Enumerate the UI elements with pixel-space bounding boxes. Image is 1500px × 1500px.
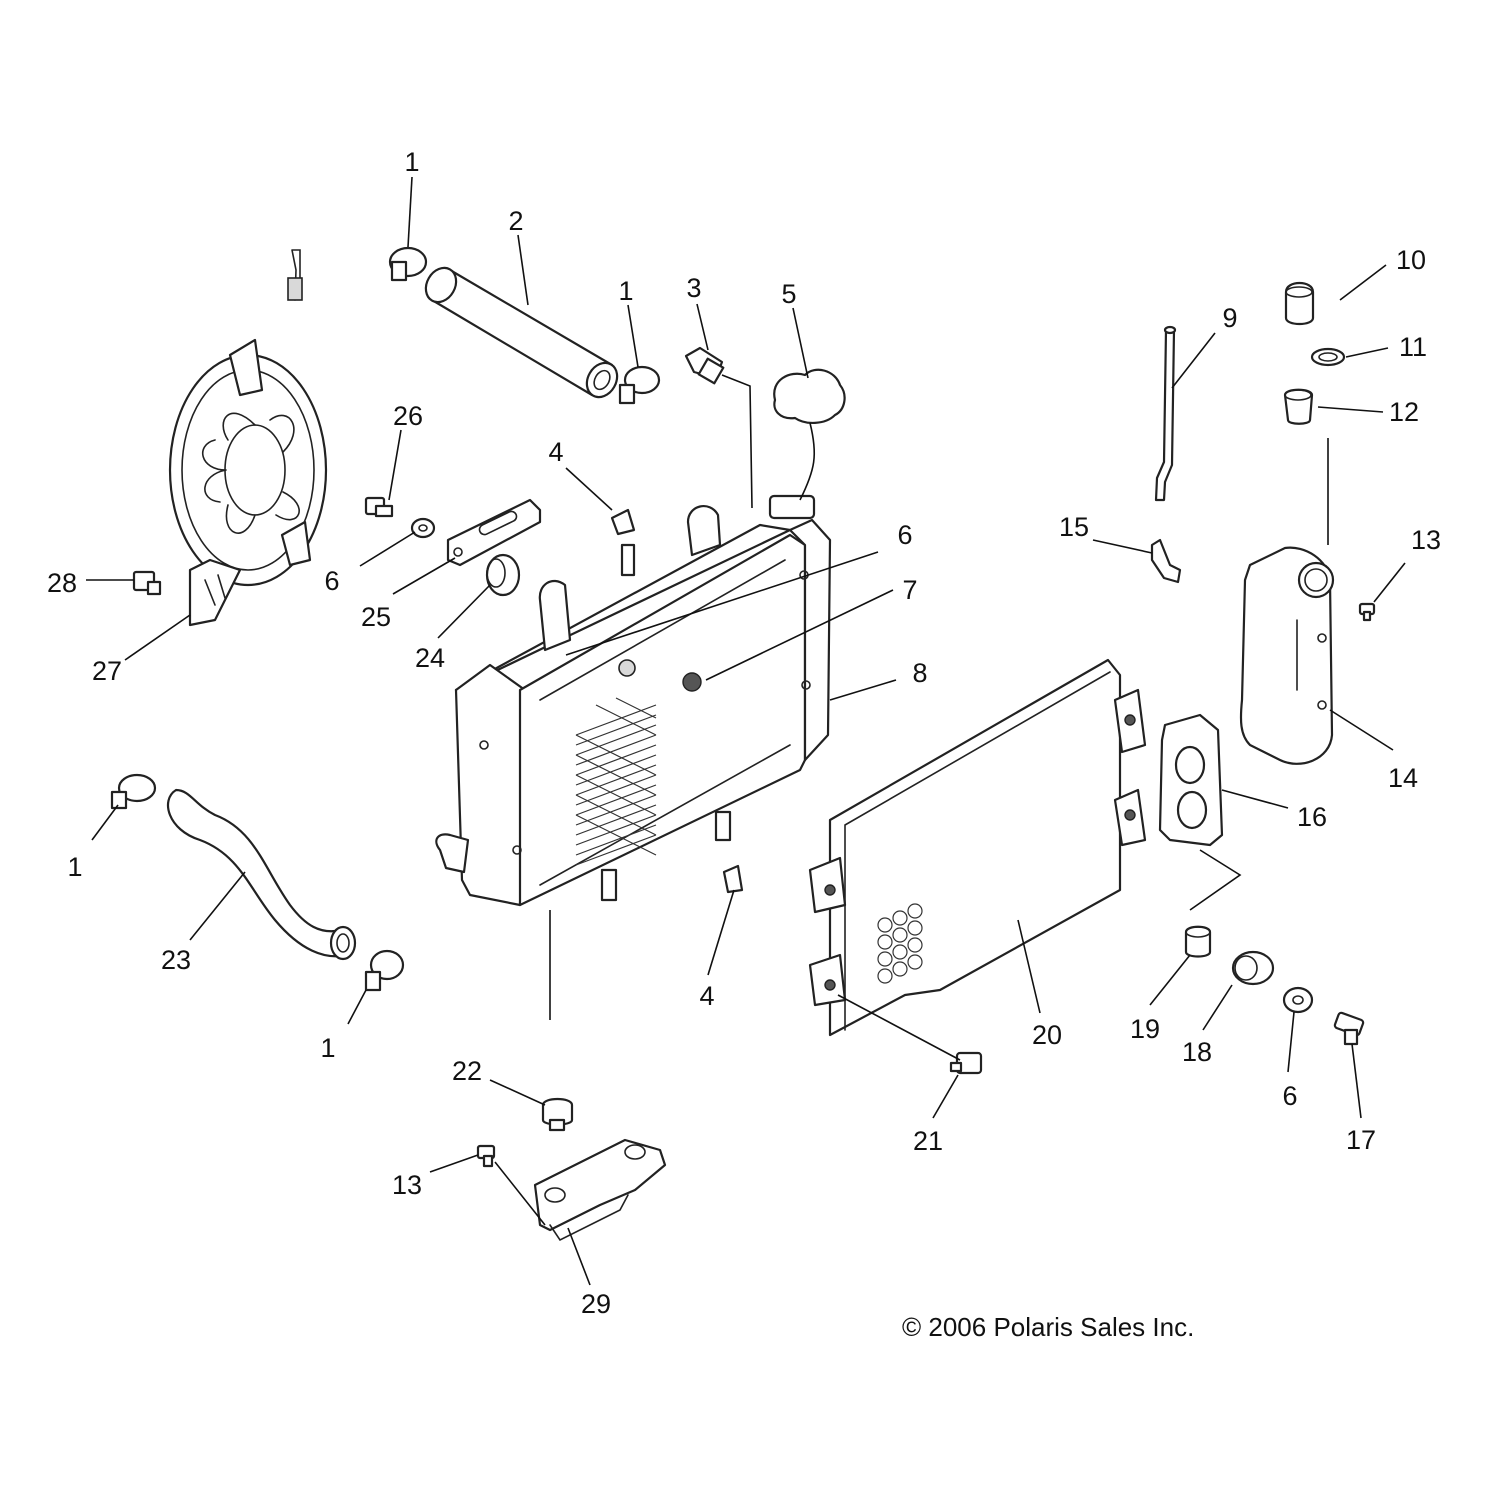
callout-8: 8 (912, 658, 927, 688)
hose-clamp-left (110, 773, 157, 810)
callout-11: 11 (1399, 332, 1427, 362)
callout-19: 19 (1130, 1014, 1160, 1044)
callout-4-top: 4 (548, 437, 563, 467)
upper-radiator-hose (424, 266, 619, 399)
callout-14: 14 (1388, 763, 1418, 793)
bolt-13-right (1358, 602, 1376, 622)
callout-22: 22 (452, 1056, 482, 1086)
callout-numbers: 1 2 1 3 5 9 10 11 12 26 4 6 15 13 6 7 28… (47, 147, 1441, 1319)
washer-left (410, 517, 436, 539)
callout-6-right-of-radiator: 6 (897, 520, 912, 550)
reservoir-cap (1284, 281, 1315, 326)
plug-22 (541, 1097, 574, 1132)
callout-1-top: 1 (404, 147, 419, 177)
hose-clamp-bottom (364, 949, 405, 992)
callout-13-lower: 13 (392, 1170, 422, 1200)
clip-top (610, 508, 636, 536)
callout-29: 29 (581, 1289, 611, 1319)
radiator-cap (773, 368, 846, 424)
callout-10: 10 (1396, 245, 1426, 275)
callout-15: 15 (1059, 512, 1089, 542)
lower-bracket-29 (533, 1138, 667, 1242)
callout-6-left: 6 (324, 566, 339, 596)
radiator-shroud (808, 658, 1147, 1037)
copyright-notice: © 2006 Polaris Sales Inc. (902, 1312, 1194, 1342)
grommet-18 (1231, 950, 1275, 986)
callout-13-right: 13 (1411, 525, 1441, 555)
bushing-19 (1184, 925, 1212, 958)
shroud-hex-grid (877, 903, 923, 984)
clip-bottom (722, 864, 744, 894)
o-ring (1310, 347, 1346, 367)
coolant-reservoir (1239, 546, 1335, 765)
overflow-tube (1154, 325, 1177, 502)
callout-25: 25 (361, 602, 391, 632)
callout-26: 26 (393, 401, 423, 431)
callout-24: 24 (415, 643, 445, 673)
callout-20: 20 (1032, 1020, 1062, 1050)
grommet-24 (485, 553, 521, 597)
callout-6-right: 6 (1282, 1081, 1297, 1111)
callout-4-bottom: 4 (699, 981, 714, 1011)
callout-28: 28 (47, 568, 77, 598)
washer-right (1282, 986, 1314, 1014)
callout-16: 16 (1297, 802, 1327, 832)
callout-27: 27 (92, 656, 122, 686)
callout-3: 3 (686, 273, 701, 303)
radiator-core (435, 494, 832, 907)
callout-5: 5 (781, 279, 796, 309)
hose-clamp-top (388, 246, 428, 282)
callout-9: 9 (1222, 303, 1237, 333)
bolt-17 (1333, 1011, 1365, 1046)
callout-23: 23 (161, 945, 191, 975)
bolt-21 (949, 1051, 983, 1075)
callout-7: 7 (902, 575, 917, 605)
reservoir-bracket (1158, 713, 1224, 847)
elbow-fitting (1150, 538, 1182, 584)
callout-17: 17 (1346, 1125, 1376, 1155)
hose-clamp-mid (618, 365, 661, 405)
bolt-13-lower (476, 1144, 496, 1168)
callout-1-mid: 1 (618, 276, 633, 306)
bolt-26 (364, 496, 394, 518)
cooling-fan-assembly (168, 249, 328, 627)
bleed-fitting (684, 346, 725, 385)
callout-12: 12 (1389, 397, 1419, 427)
callout-1-left: 1 (67, 852, 82, 882)
bolt-28 (132, 570, 162, 596)
mounting-bracket-25 (446, 498, 542, 567)
callout-1-bottom: 1 (320, 1033, 335, 1063)
callout-18: 18 (1182, 1037, 1212, 1067)
callout-2: 2 (508, 206, 523, 236)
callout-21: 21 (913, 1126, 943, 1156)
leader-lines (86, 176, 1406, 1286)
radiator-mesh (575, 697, 657, 866)
lower-radiator-hose (166, 788, 357, 961)
reservoir-neck (1283, 388, 1314, 425)
